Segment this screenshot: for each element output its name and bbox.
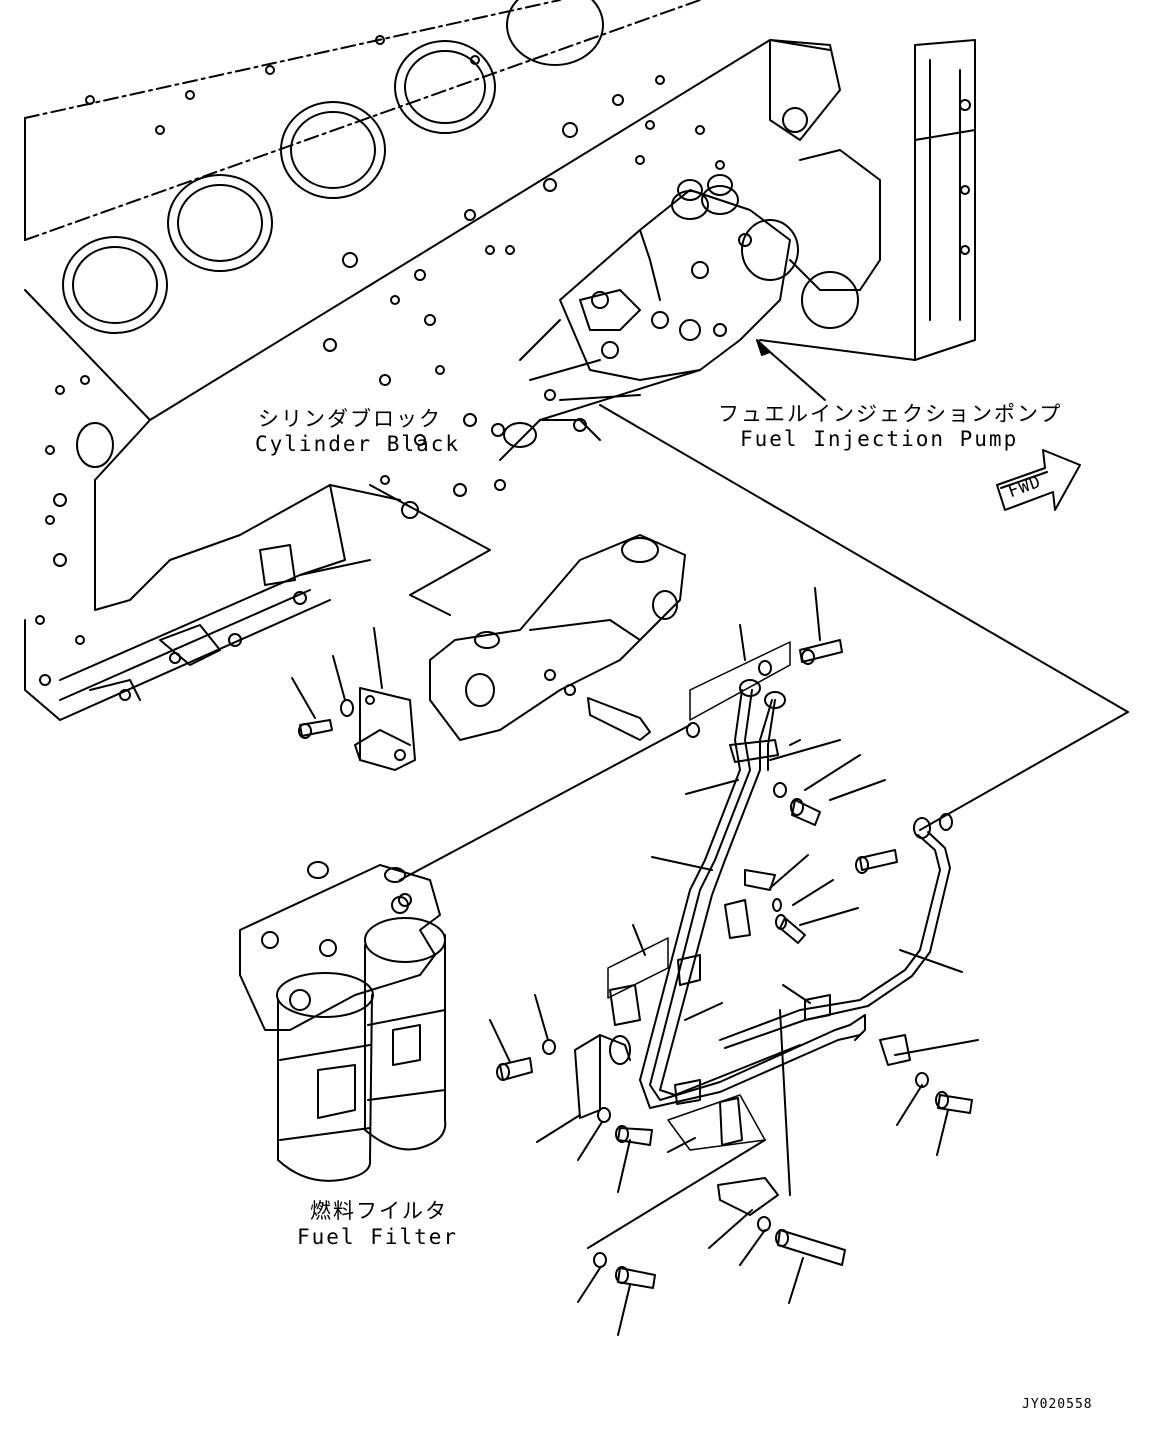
fuel-filter-label-en: Fuel Filter — [297, 1225, 459, 1249]
drawing-code: JY020558 — [1022, 1397, 1093, 1412]
injection-pump-label-en: Fuel Injection Pump — [740, 427, 1019, 451]
cylinder-block-label-en: Cylinder Black — [255, 432, 461, 456]
bracket — [355, 688, 415, 770]
fwd-arrow — [997, 450, 1080, 510]
cylinder-block-label-jp: シリンダブロック — [258, 407, 442, 431]
fuel-injection-pump — [492, 175, 798, 460]
mounting-block — [430, 535, 685, 740]
cylinder-block — [25, 0, 840, 720]
injection-pump-label-jp: フュエルインジェクションポンプ — [718, 402, 1063, 426]
fuel-pipe — [640, 680, 952, 1108]
gear-housing — [760, 40, 975, 360]
fuel-filter-label-jp: 燃料フイルタ — [310, 1199, 448, 1223]
fuel-filter — [240, 862, 445, 1181]
